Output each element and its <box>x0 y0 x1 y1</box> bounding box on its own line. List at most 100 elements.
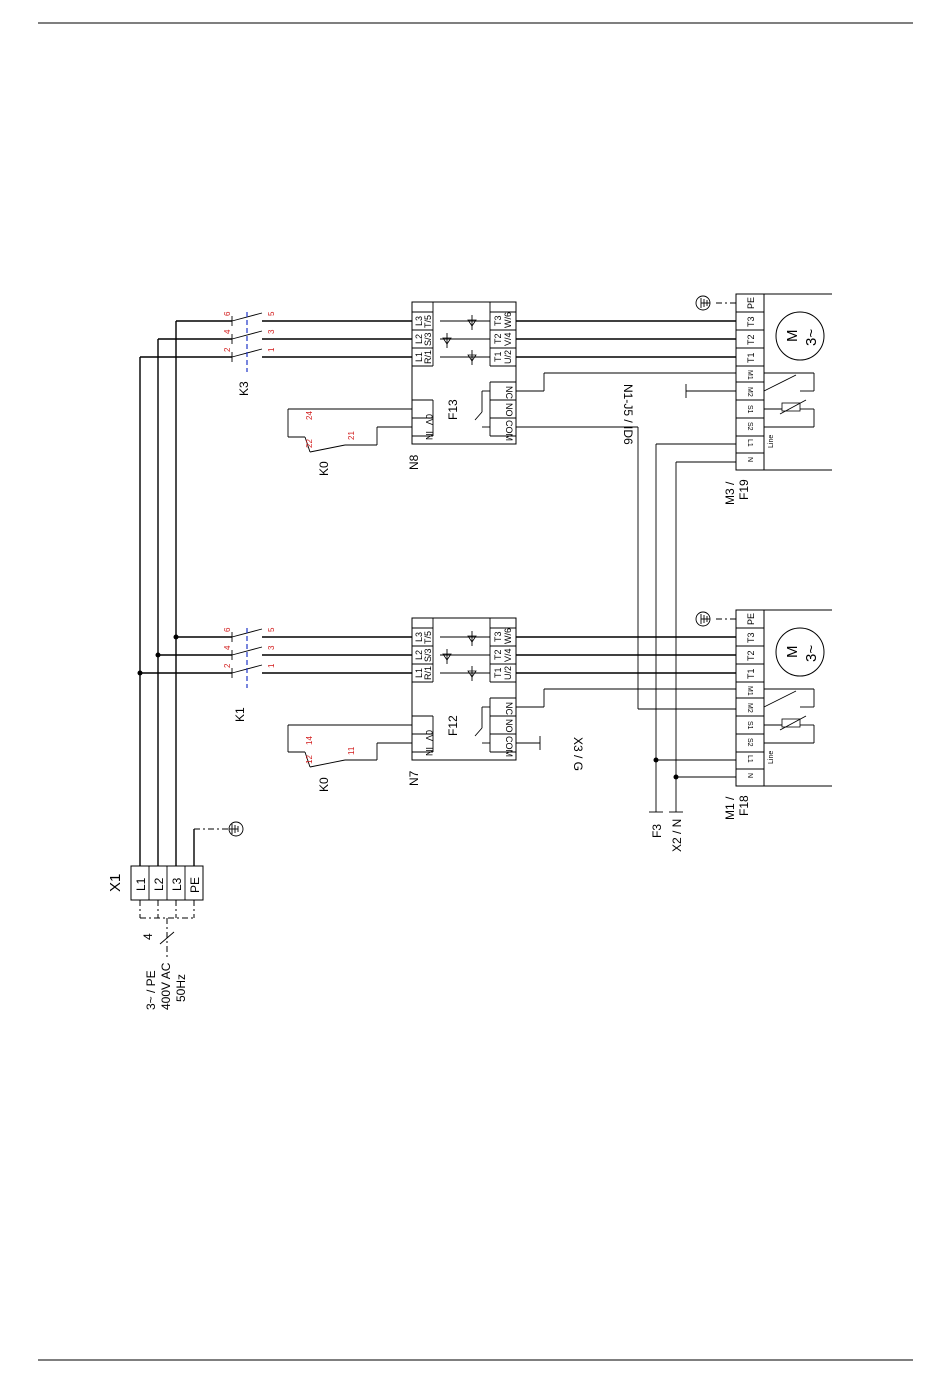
svg-text:PE: PE <box>746 613 756 625</box>
svg-text:T2: T2 <box>493 649 503 660</box>
svg-text:3~: 3~ <box>803 645 820 662</box>
svg-text:S1: S1 <box>746 721 753 730</box>
upper-circuit: 2 4 6 1 3 5 K3 24 2 2 21 K0 <box>140 301 736 709</box>
svg-text:1: 1 <box>267 347 276 352</box>
relay-ref-lower: X3 / G <box>571 737 585 771</box>
svg-text:Line: Line <box>768 435 775 448</box>
svg-text:5: 5 <box>267 311 276 316</box>
svg-text:S/3: S/3 <box>423 648 433 662</box>
thyristor-icon <box>440 315 490 365</box>
svg-text:24: 24 <box>305 411 314 420</box>
svg-text:IN: IN <box>424 747 434 756</box>
soft-starter-n8: L1 R/1 L2 S/3 L3 T/5 T1 U/2 T2 V/4 T3 W/… <box>407 301 517 470</box>
svg-text:L2: L2 <box>414 334 424 344</box>
svg-text:Line: Line <box>768 751 775 764</box>
svg-text:L1: L1 <box>414 668 424 678</box>
contactor-k1: 2 4 6 1 3 5 K1 <box>223 627 412 722</box>
svg-text:U/2: U/2 <box>503 350 513 364</box>
svg-text:1: 1 <box>267 663 276 668</box>
svg-text:L1: L1 <box>746 439 753 447</box>
svg-text:N: N <box>746 773 753 778</box>
terminal-block-x1: L1 L2 L3 PE X1 4 <box>107 865 204 960</box>
svg-text:4: 4 <box>223 645 232 650</box>
bus-f3: F3 <box>650 824 664 838</box>
svg-text:M2: M2 <box>746 703 753 713</box>
svg-text:T1: T1 <box>746 668 756 679</box>
svg-text:F19: F19 <box>737 479 751 500</box>
svg-text:U/2: U/2 <box>503 666 513 680</box>
terminal-l3: L3 <box>170 877 184 891</box>
terminal-l1: L1 <box>134 877 148 891</box>
terminal-pe: PE <box>188 877 202 893</box>
svg-text:R/1: R/1 <box>423 350 433 364</box>
svg-text:IN: IN <box>424 431 434 440</box>
soft-starter-n7: L1 R/1 L2 S/3 L3 T/5 T1 U/2 T2 V/4 T3 W/… <box>407 617 517 786</box>
svg-text:400V AC: 400V AC <box>159 962 173 1010</box>
svg-text:COM: COM <box>504 420 514 441</box>
svg-text:2: 2 <box>223 347 232 352</box>
svg-text:21: 21 <box>347 431 356 440</box>
svg-text:0V: 0V <box>424 414 434 425</box>
svg-text:K1: K1 <box>233 707 247 722</box>
bus-x2n: X2 / N <box>670 819 684 852</box>
svg-text:V/4: V/4 <box>503 332 513 346</box>
svg-text:0V: 0V <box>424 730 434 741</box>
svg-text:6: 6 <box>223 627 232 632</box>
wire-count: 4 <box>141 933 155 940</box>
svg-text:W/6: W/6 <box>503 312 513 328</box>
svg-text:5: 5 <box>267 627 276 632</box>
svg-text:V/4: V/4 <box>503 648 513 662</box>
svg-text:M1: M1 <box>746 686 753 696</box>
svg-text:M2: M2 <box>746 387 753 397</box>
svg-text:S1: S1 <box>746 405 753 414</box>
svg-text:M3 /: M3 / <box>723 481 737 505</box>
svg-text:T1: T1 <box>493 351 503 362</box>
svg-text:S2: S2 <box>746 738 753 747</box>
svg-text:F12: F12 <box>446 715 460 736</box>
svg-text:K0: K0 <box>317 461 331 476</box>
aux-contact-k0-lower: 14 12 11 K0 <box>287 724 412 792</box>
svg-text:F18: F18 <box>737 795 751 816</box>
svg-text:L1: L1 <box>414 352 424 362</box>
svg-text:L1: L1 <box>746 755 753 763</box>
svg-text:S/3: S/3 <box>423 332 433 346</box>
svg-text:6: 6 <box>223 311 232 316</box>
svg-text:K3: K3 <box>237 381 251 396</box>
svg-text:T/5: T/5 <box>423 315 433 328</box>
svg-text:T2: T2 <box>493 333 503 344</box>
svg-text:3~: 3~ <box>803 329 820 346</box>
svg-text:3: 3 <box>267 329 276 334</box>
svg-text:T3: T3 <box>493 631 503 642</box>
relay-ref-upper: N1-J5 / ID6 <box>621 384 635 445</box>
svg-text:50Hz: 50Hz <box>174 974 188 1002</box>
svg-text:T3: T3 <box>493 315 503 326</box>
svg-text:NO: NO <box>504 719 514 733</box>
svg-text:3~ / PE: 3~ / PE <box>144 970 158 1010</box>
svg-text:M1: M1 <box>746 370 753 380</box>
svg-text:L3: L3 <box>414 632 424 642</box>
svg-text:R/1: R/1 <box>423 666 433 680</box>
svg-text:11: 11 <box>347 746 356 755</box>
lower-circuit: 2 4 6 1 3 5 K1 14 12 11 K0 <box>140 617 736 792</box>
svg-text:T/5: T/5 <box>423 631 433 644</box>
svg-text:M: M <box>784 646 801 659</box>
svg-text:NC: NC <box>504 386 514 399</box>
svg-text:M1 /: M1 / <box>723 796 737 820</box>
svg-text:PE: PE <box>746 297 756 309</box>
svg-text:W/6: W/6 <box>503 628 513 644</box>
svg-text:4: 4 <box>223 329 232 334</box>
svg-text:T1: T1 <box>493 667 503 678</box>
contactor-k3: 2 4 6 1 3 5 K3 <box>223 311 412 396</box>
svg-text:T1: T1 <box>746 352 756 363</box>
svg-text:T3: T3 <box>746 632 756 643</box>
svg-text:NO: NO <box>504 403 514 417</box>
svg-text:2: 2 <box>223 663 232 668</box>
svg-text:NC: NC <box>504 702 514 715</box>
terminal-block-label: X1 <box>107 874 124 892</box>
svg-text:N8: N8 <box>407 454 421 470</box>
svg-text:K0: K0 <box>317 777 331 792</box>
svg-text:N: N <box>746 457 753 462</box>
svg-text:14: 14 <box>305 736 314 745</box>
motor-m3: PE T3 T2 T1 M1 M2 S1 S2 L1 N Line M 3~ M… <box>695 293 832 505</box>
